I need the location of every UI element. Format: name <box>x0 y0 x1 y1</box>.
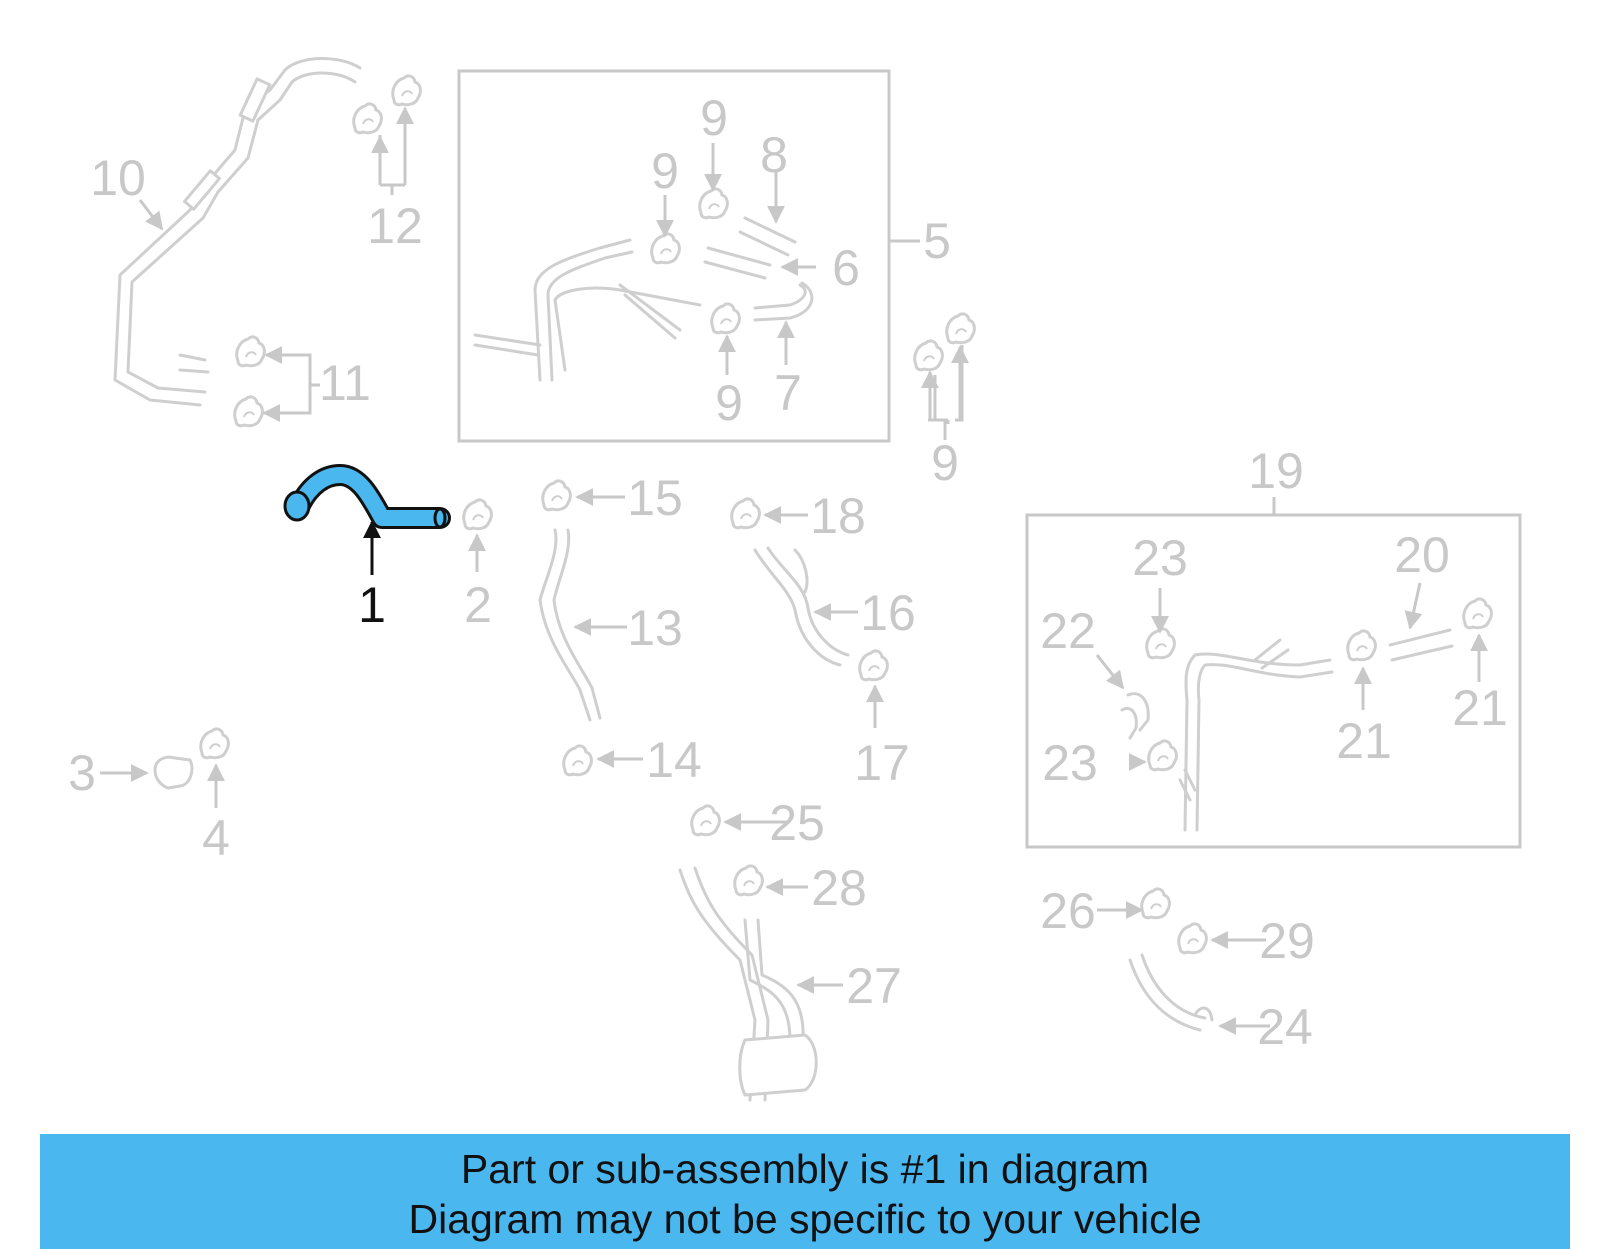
part-16-hose <box>753 546 850 667</box>
callout-9c: 9 <box>715 375 743 431</box>
callout-6: 6 <box>832 240 860 296</box>
callout-23b: 23 <box>1042 735 1098 791</box>
clamp-9d2 <box>945 312 976 345</box>
part-1-hose <box>283 464 451 529</box>
clamp-14 <box>562 744 593 777</box>
banner-line-2: Diagram may not be specific to your vehi… <box>408 1196 1202 1242</box>
callout-16: 16 <box>860 585 916 641</box>
clamp-21b <box>1462 597 1493 630</box>
clamp-12a <box>352 102 383 135</box>
box-5 <box>457 69 891 443</box>
callout-12: 12 <box>367 198 423 254</box>
part-5-hoses <box>473 216 814 382</box>
callout-14: 14 <box>646 732 702 788</box>
callout-19: 19 <box>1248 443 1304 499</box>
part-13-hose <box>538 528 602 722</box>
banner-line-1: Part or sub-assembly is #1 in diagram <box>460 1146 1150 1192</box>
callout-4: 4 <box>202 810 230 866</box>
part-24-hose <box>1128 953 1214 1032</box>
clamp-11a <box>235 335 266 368</box>
callout-29: 29 <box>1259 913 1315 969</box>
part-27-hose <box>678 866 818 1102</box>
callout-27: 27 <box>846 958 902 1014</box>
clamp-15 <box>541 479 572 512</box>
part-10-pipe <box>113 57 362 407</box>
info-banner: Part or sub-assembly is #1 in diagram Di… <box>40 1134 1570 1249</box>
clamp-23a <box>1145 627 1176 660</box>
clamp-18 <box>730 497 761 530</box>
clamp-11b <box>233 395 264 428</box>
callout-5: 5 <box>923 213 951 269</box>
callout-28: 28 <box>811 860 867 916</box>
clamp-17 <box>858 649 889 682</box>
callout-9a: 9 <box>700 90 728 146</box>
callout-9b: 9 <box>651 143 679 199</box>
clamp-9a <box>698 187 729 220</box>
callout-21a: 21 <box>1336 713 1392 769</box>
callout-18: 18 <box>810 488 866 544</box>
callout-23a: 23 <box>1132 530 1188 586</box>
part-3-plug <box>153 755 194 790</box>
callout-8: 8 <box>760 127 788 183</box>
part-19-tubes <box>1120 628 1454 832</box>
clamp-29 <box>1177 922 1208 955</box>
callout-11: 11 <box>319 355 371 411</box>
callout-20: 20 <box>1394 527 1450 583</box>
callout-24: 24 <box>1257 999 1313 1055</box>
clamp-9c <box>710 302 741 335</box>
callout-1: 1 <box>358 577 386 633</box>
callout-2: 2 <box>464 577 492 633</box>
callout-10: 10 <box>90 150 146 206</box>
callout-3: 3 <box>68 745 96 801</box>
callout-17: 17 <box>854 735 910 791</box>
callout-15: 15 <box>627 470 683 526</box>
callout-13: 13 <box>627 600 683 656</box>
leader-lines <box>100 106 1488 1035</box>
callout-7: 7 <box>774 365 802 421</box>
callout-22: 22 <box>1040 603 1096 659</box>
callout-26: 26 <box>1040 883 1096 939</box>
clamp-12b <box>391 74 422 107</box>
clamp-21a <box>1346 629 1377 662</box>
clamp-9b <box>650 232 681 265</box>
callout-9d: 9 <box>931 435 959 491</box>
clamp-25 <box>690 804 721 837</box>
clamp-26 <box>1140 887 1171 920</box>
clamp-28 <box>733 864 764 897</box>
clamp-23b <box>1147 739 1178 772</box>
clamp-2 <box>462 498 493 531</box>
callout-25: 25 <box>769 795 825 851</box>
callout-21b: 21 <box>1452 680 1508 736</box>
clamp-9d1 <box>913 339 944 372</box>
clamp-4 <box>199 727 230 760</box>
